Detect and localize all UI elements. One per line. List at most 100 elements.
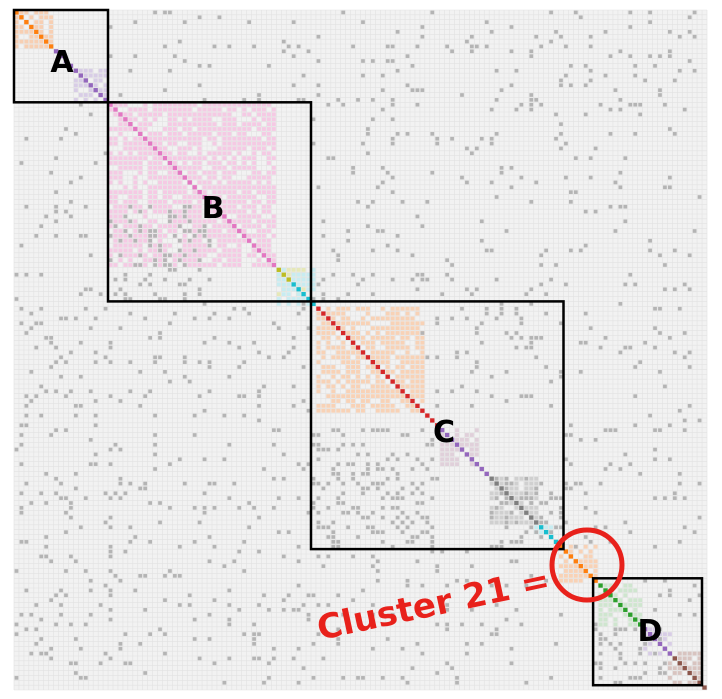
diagonal-dot xyxy=(494,481,499,486)
diagonal-dot xyxy=(677,661,682,666)
diagonal-dot xyxy=(578,564,583,569)
diagonal-dot xyxy=(24,20,29,25)
diagonal-dot xyxy=(98,92,103,98)
offdiag-zone-7 xyxy=(14,102,108,301)
offdiag-zone-12 xyxy=(593,622,667,685)
diagonal-dot xyxy=(390,379,395,384)
diagonal-dot xyxy=(167,160,173,166)
diagonal-dot xyxy=(425,413,430,418)
diagonal-dot xyxy=(563,549,569,554)
diagonal-dot xyxy=(474,462,479,467)
diagonal-dot xyxy=(543,530,549,535)
diagonal-dot xyxy=(261,253,267,258)
offdiag-zone-6 xyxy=(108,10,311,102)
diagonal-dot xyxy=(489,476,494,481)
diagonal-dot xyxy=(524,510,529,515)
diagonal-dot xyxy=(633,617,638,622)
diagonal-dot xyxy=(296,287,301,292)
diagonal-dot xyxy=(638,622,643,627)
diagonal-dot xyxy=(341,330,346,336)
diagonal-dot xyxy=(266,258,272,263)
diagonal-dot xyxy=(44,39,49,44)
group-box-a xyxy=(12,8,110,104)
diagonal-dot xyxy=(113,107,118,112)
diagonal-dot xyxy=(118,112,123,117)
group-label-b: B xyxy=(202,191,225,226)
diagonal-dot xyxy=(128,122,133,127)
diagonal-dot xyxy=(53,49,59,54)
diagonal-dot xyxy=(212,204,217,209)
diagonal-dot xyxy=(519,505,524,510)
diagonal-dot xyxy=(14,10,19,15)
group-box-b xyxy=(106,101,313,303)
diagonal-dot xyxy=(697,680,702,685)
diagonal-dot xyxy=(93,88,98,93)
diagonal-dot xyxy=(281,272,286,277)
diagonal-dot xyxy=(380,369,385,374)
diagonal-dot xyxy=(331,321,336,326)
diagonal-dot xyxy=(459,447,465,452)
offdiag-zone-1 xyxy=(14,306,113,680)
offdiag-zone-2 xyxy=(311,102,702,301)
diagonal-dot xyxy=(143,136,148,141)
cluster-block-0 xyxy=(14,10,54,49)
diagonal-dot xyxy=(222,214,227,219)
diagonal-dot xyxy=(48,44,54,49)
diagonal-dot xyxy=(207,199,212,204)
diagonal-dot xyxy=(598,583,603,588)
diagonal-dot xyxy=(78,73,83,78)
offdiag-zone-9 xyxy=(311,428,440,549)
diagonal-dot xyxy=(355,345,361,350)
diagonal-dot xyxy=(182,175,187,180)
offdiag-zone-5 xyxy=(311,549,563,685)
cluster-blocks xyxy=(14,10,702,685)
diagonal-dot xyxy=(534,520,539,525)
diagonal-dot xyxy=(177,170,182,175)
diagonal-dot xyxy=(306,296,311,302)
diagonal-dot xyxy=(232,224,237,229)
diagonal-dot xyxy=(464,452,470,457)
diagonal-dot xyxy=(613,598,618,603)
diagonal-dot xyxy=(395,384,400,389)
cluster-21-highlight-circle xyxy=(549,527,625,603)
diagonal-dot xyxy=(301,292,306,297)
diagonal-dot xyxy=(484,471,489,476)
diagonal-dot xyxy=(68,63,74,68)
diagonal-dot xyxy=(19,15,24,20)
diagonal-dot xyxy=(246,238,252,243)
diagonal-dot xyxy=(623,607,628,612)
gridline-path xyxy=(13,9,708,691)
diagonal-dot xyxy=(227,219,232,224)
diagonal-dot xyxy=(237,228,242,234)
diagonal-dot xyxy=(440,428,445,433)
diagonal-dot xyxy=(642,627,648,632)
diagonal-dot xyxy=(444,432,450,438)
diagonal-dot xyxy=(687,670,692,676)
diagonal-dot xyxy=(583,568,588,574)
diagonal-dot xyxy=(83,78,88,83)
diagonal-dot xyxy=(375,364,380,370)
diagonal-dot xyxy=(172,165,178,170)
diagonal-dot xyxy=(657,641,663,646)
diagonal-dot xyxy=(256,248,262,253)
diagonal-dot xyxy=(652,636,658,642)
diagonal-dots xyxy=(14,10,707,690)
diagonal-dot xyxy=(573,559,578,564)
diagonal-dot xyxy=(34,29,39,34)
diagonal-dot xyxy=(187,180,192,185)
diagonal-dot xyxy=(242,233,247,238)
cluster-block-9 xyxy=(559,544,598,583)
group-label-a: A xyxy=(50,45,74,80)
diagonal-dot xyxy=(336,326,341,331)
diagonal-dot xyxy=(449,437,455,442)
diagonal-dot xyxy=(321,311,326,316)
diagonal-dot xyxy=(618,602,623,608)
diagonal-dot xyxy=(162,156,168,161)
diagonal-dot xyxy=(63,58,69,64)
diagonal-dot xyxy=(192,185,197,190)
diagonal-dot xyxy=(553,539,559,544)
diagonal-dot xyxy=(385,374,390,379)
cluster-block-5 xyxy=(316,306,425,413)
diagonal-dot xyxy=(360,350,366,355)
diagonal-dot xyxy=(647,632,653,637)
